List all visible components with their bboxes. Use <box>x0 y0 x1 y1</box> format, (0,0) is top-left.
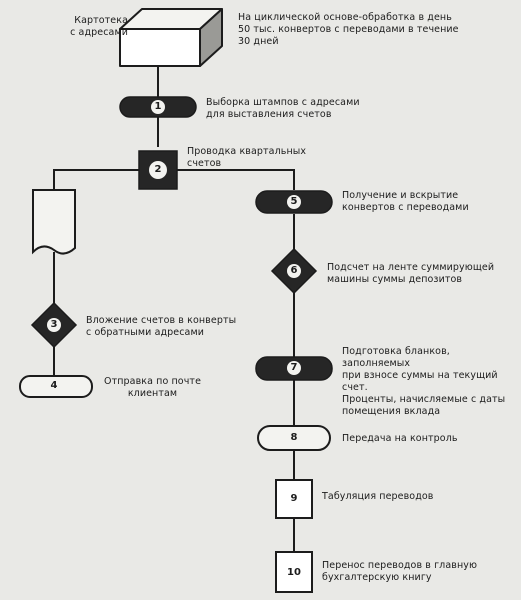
processing-note: На циклической основе-обработка в день 5… <box>238 12 459 47</box>
connector-2-to-left-branch <box>53 169 139 190</box>
step-3-number: 3 <box>50 319 58 330</box>
step-10-number: 10 <box>287 567 301 578</box>
step-8-text: Передача на контроль <box>342 433 458 444</box>
step-1-badge <box>151 100 165 114</box>
step-4-shape <box>19 375 93 398</box>
step-9-shape <box>275 479 313 519</box>
card-file-block <box>119 8 223 67</box>
step-6-number: 6 <box>290 265 298 276</box>
step-1-text: Выборка штампов с адресами для выставлен… <box>206 97 360 120</box>
step-6-text: Подсчет на ленте суммирующей машины сумм… <box>327 262 495 285</box>
step-7-badge <box>287 361 301 375</box>
step-4-text: Отправка по почте клиентам <box>104 376 202 399</box>
step-7-text: Подготовка бланков, заполняемых при взно… <box>342 346 506 417</box>
document-shape <box>32 189 76 255</box>
card-file-label: Картотека с адресами <box>70 15 128 38</box>
step-1-number: 1 <box>154 101 162 112</box>
step-3-text: Вложение счетов в конверты с обратными а… <box>86 315 237 338</box>
step-7-number: 7 <box>290 362 298 373</box>
step-10-text: Перенос переводов в главную бухгалтерску… <box>322 560 478 583</box>
step-9-number: 9 <box>290 493 298 504</box>
connector-2-to-5 <box>177 169 295 190</box>
step-8-number: 8 <box>290 432 298 443</box>
step-2-number: 2 <box>154 164 162 175</box>
step-4-number: 4 <box>50 380 58 391</box>
step-10-shape <box>275 551 313 593</box>
step-2-badge <box>149 161 167 179</box>
step-5-text: Получение и вскрытие конвертов с перевод… <box>342 190 469 213</box>
step-6-badge <box>287 264 301 278</box>
step-2-text: Проводка квартальных счетов <box>187 146 307 169</box>
step-3-badge <box>47 318 61 332</box>
step-5-number: 5 <box>290 196 298 207</box>
step-8-shape <box>257 425 331 451</box>
step-5-badge <box>287 195 301 209</box>
step-9-text: Табуляция переводов <box>322 491 434 502</box>
